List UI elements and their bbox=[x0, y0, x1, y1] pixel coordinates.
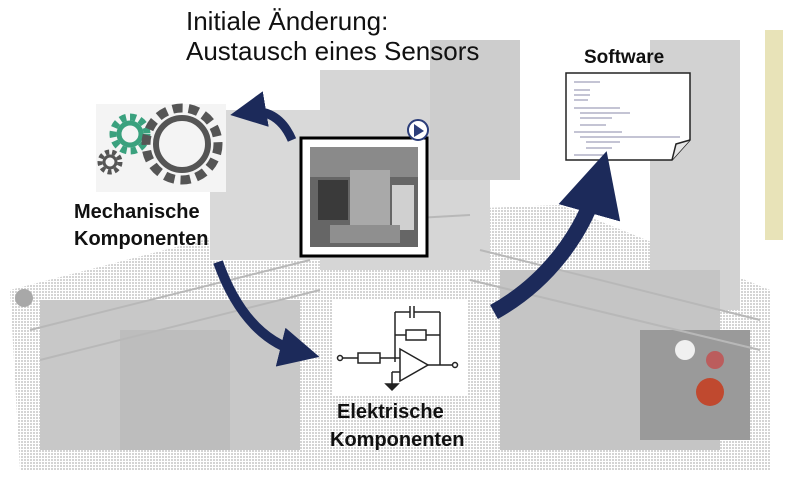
large-gear bbox=[141, 103, 223, 185]
electrical-label-line-2: Komponenten bbox=[330, 429, 465, 451]
code-lines bbox=[574, 81, 680, 156]
machine-rail bbox=[765, 30, 783, 240]
mechanical-label-line-2: Komponenten bbox=[74, 228, 209, 250]
panel-button bbox=[706, 351, 724, 369]
sensor-photo bbox=[299, 136, 429, 258]
small-gear bbox=[97, 149, 123, 175]
arrow-to-software bbox=[490, 151, 621, 319]
gears-icon bbox=[96, 103, 226, 192]
arrow-to-electrical bbox=[213, 260, 320, 367]
machine-tower bbox=[430, 40, 520, 180]
machine-knob bbox=[15, 289, 33, 307]
green-gear bbox=[109, 113, 151, 155]
title-line-2: Austausch eines Sensors bbox=[186, 36, 480, 66]
code-document-icon bbox=[565, 72, 691, 161]
electrical-label-line-1: Elektrische bbox=[337, 401, 444, 423]
title-line-1: Initiale Änderung: bbox=[186, 6, 389, 36]
software-label: Software bbox=[584, 47, 665, 68]
panel-button bbox=[675, 340, 695, 360]
cursor-badge-icon bbox=[407, 119, 429, 141]
mechanical-label-line-1: Mechanische bbox=[74, 201, 200, 223]
opamp-circuit-icon bbox=[333, 300, 467, 395]
control-panel bbox=[640, 330, 750, 440]
arrow-to-mechanical bbox=[230, 91, 297, 142]
machine-module bbox=[120, 330, 230, 450]
emergency-stop bbox=[696, 378, 724, 406]
